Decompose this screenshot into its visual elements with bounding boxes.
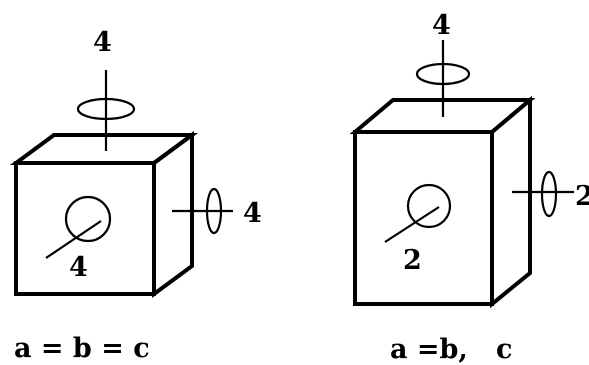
right-axis-rotation-ellipse xyxy=(205,187,223,235)
cube-side-face xyxy=(152,131,194,298)
cube-figure: 4 4 4 a = b = c xyxy=(9,27,262,364)
top-axis-label: 4 xyxy=(93,27,112,58)
front-axis-label: 4 xyxy=(69,252,88,283)
prism-figure: 4 2 2 a =b, c xyxy=(349,10,589,365)
right-axis-label: 4 xyxy=(243,198,262,229)
right-axis-label: 2 xyxy=(575,181,589,212)
prism-side-face xyxy=(490,95,532,309)
front-axis-label: 2 xyxy=(403,245,422,276)
cube-caption: a = b = c xyxy=(14,333,150,364)
right-axis-rotation-ellipse xyxy=(540,170,558,218)
front-axis-line xyxy=(384,206,440,243)
top-axis-rotation-ellipse xyxy=(415,62,471,86)
prism-caption: a =b, c xyxy=(390,334,512,365)
cube-top-face xyxy=(9,133,199,165)
front-axis-rotation-circle xyxy=(406,183,452,229)
front-axis-rotation-circle xyxy=(64,195,112,243)
top-axis-rotation-ellipse xyxy=(76,97,136,121)
top-axis-label: 4 xyxy=(432,10,451,41)
front-axis-line xyxy=(45,220,102,259)
